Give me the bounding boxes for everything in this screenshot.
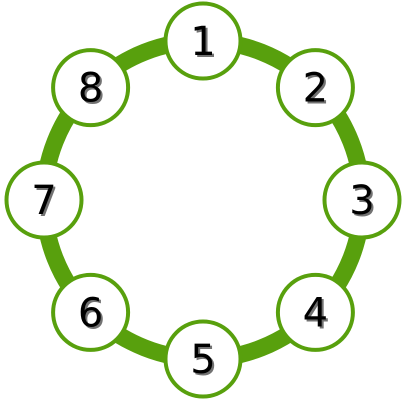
cycle-node-label: 6 — [78, 290, 103, 336]
cycle-node-8: 88 — [51, 48, 131, 128]
cycle-node-circle — [275, 272, 355, 352]
cycle-node-circle — [51, 48, 131, 128]
cycle-node-circle — [322, 160, 402, 240]
cycle-node-label: 1 — [190, 19, 215, 65]
cycle-node-circle — [163, 319, 243, 399]
cycle-node-label-shadow: 5 — [192, 339, 217, 385]
cycle-node-1: 11 — [163, 1, 243, 81]
cycle-node-label-shadow: 4 — [305, 292, 330, 338]
cycle-node-circle — [275, 48, 355, 128]
cycle-node-label: 8 — [78, 66, 103, 112]
cycle-node-3: 33 — [322, 160, 402, 240]
cycle-node-5: 55 — [163, 319, 243, 399]
cycle-node-2: 22 — [275, 48, 355, 128]
cycle-node-label: 5 — [190, 337, 215, 383]
cycle-node-label: 2 — [303, 66, 328, 112]
cycle-node-circle — [51, 272, 131, 352]
cycle-node-label: 7 — [31, 178, 56, 224]
cycle-node-circle — [4, 160, 84, 240]
cycle-node-6: 66 — [51, 272, 131, 352]
cycle-node-7: 77 — [4, 160, 84, 240]
cycle-node-label-shadow: 7 — [33, 180, 58, 226]
cycle-node-circle — [163, 1, 243, 81]
nodes-layer: 11 22 33 44 55 66 77 88 — [4, 1, 402, 399]
cycle-node-label: 4 — [303, 290, 328, 336]
cycle-node-label-shadow: 6 — [80, 292, 105, 338]
cycle-node-label-shadow: 2 — [305, 68, 330, 114]
cycle-node-label-shadow: 3 — [351, 180, 376, 226]
cycle-node-4: 44 — [275, 272, 355, 352]
cycle-node-label: 3 — [349, 178, 374, 224]
cycle-node-label-shadow: 8 — [80, 68, 105, 114]
cycle-node-label-shadow: 1 — [192, 21, 217, 67]
